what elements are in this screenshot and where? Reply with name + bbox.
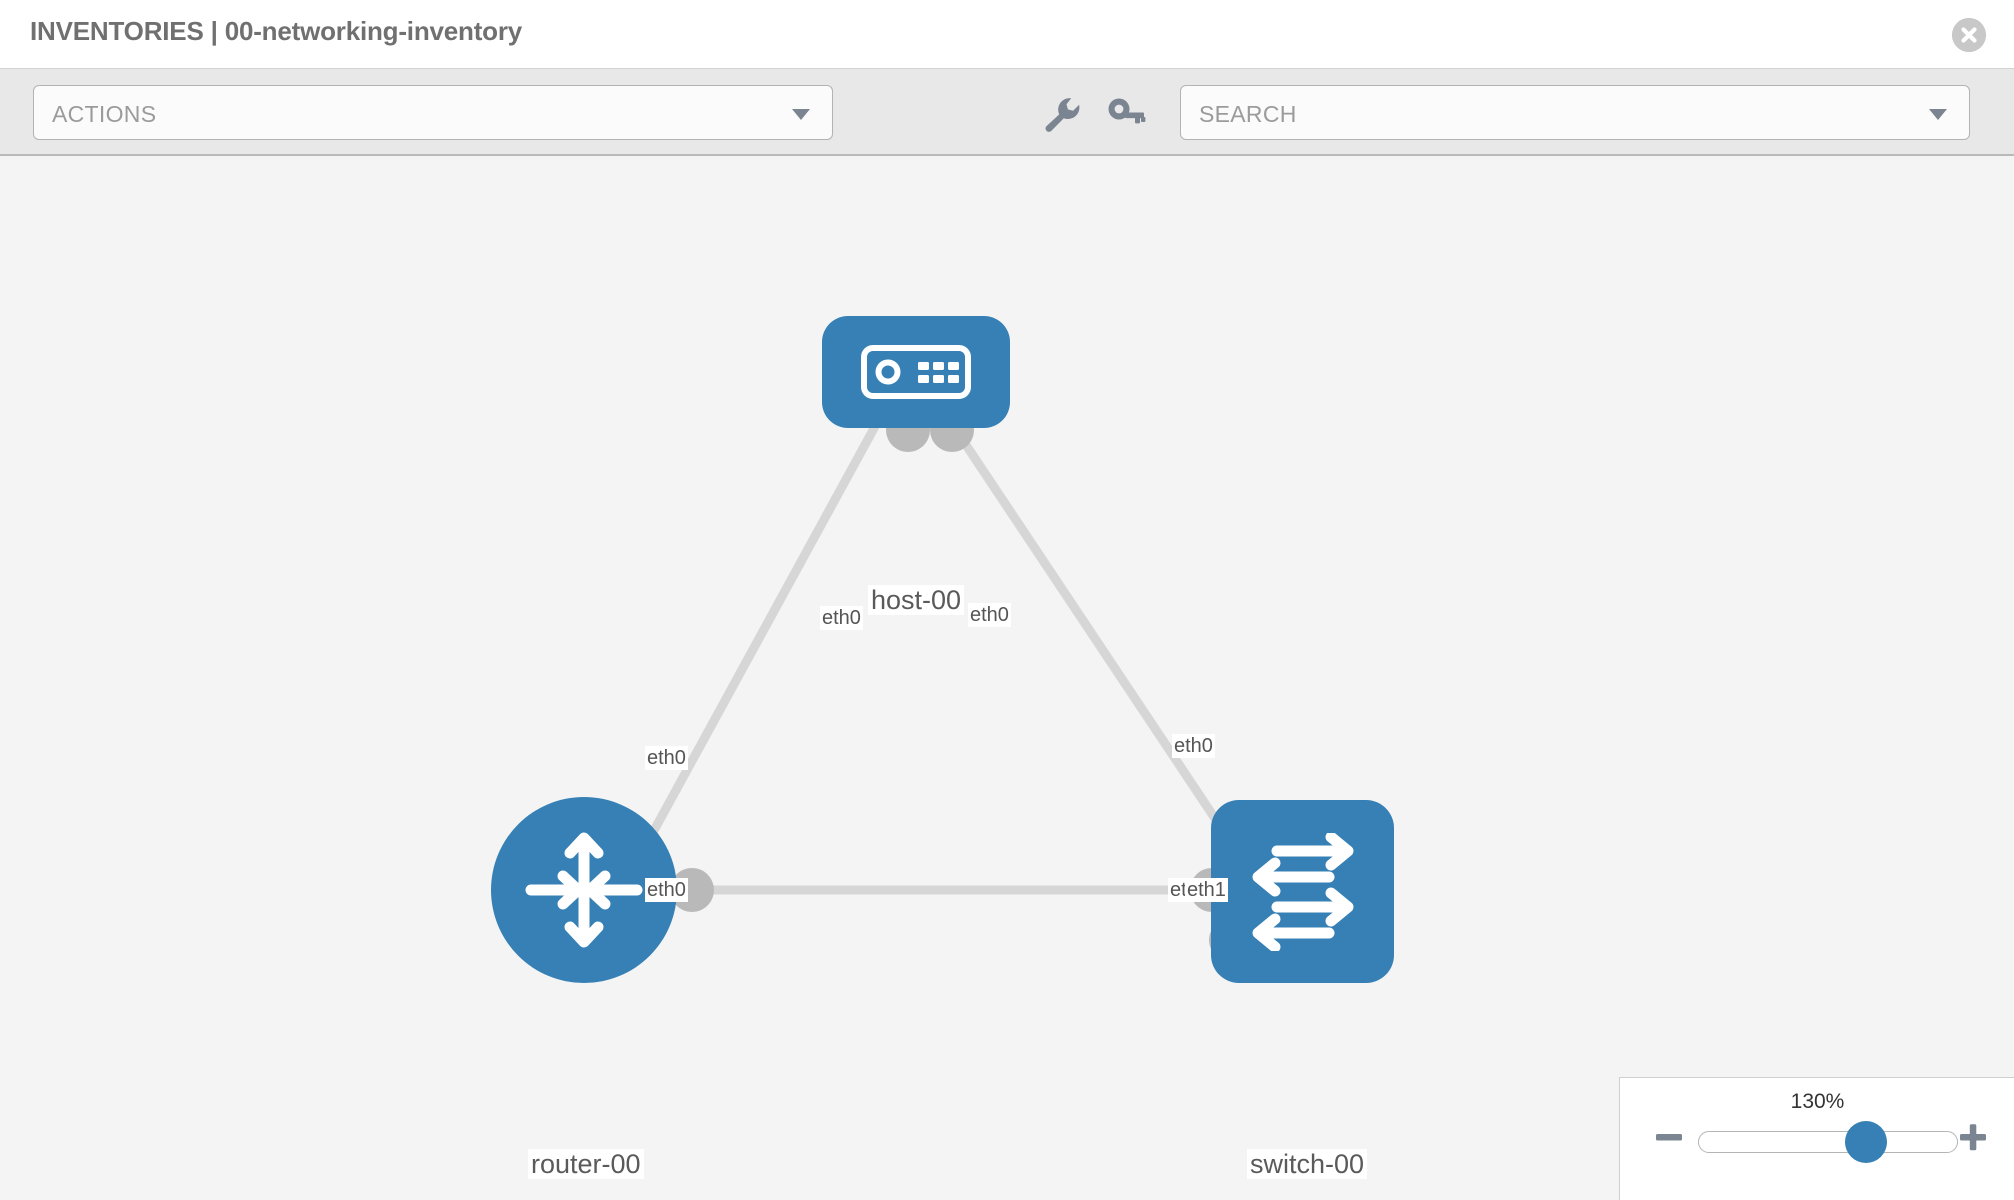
server-icon[interactable] — [822, 316, 1010, 428]
interface-label-host-right: eth0 — [968, 603, 1011, 627]
switch-arrows-icon[interactable] — [1211, 800, 1394, 983]
plus-icon[interactable] — [1958, 1122, 1988, 1152]
node-label-switch: switch-00 — [1247, 1149, 1368, 1179]
zoom-level-value: 130% — [1790, 1090, 1845, 1113]
page-header: INVENTORIES | 00-networking-inventory — [0, 0, 2014, 68]
node-label-router: router-00 — [528, 1149, 644, 1179]
key-icon[interactable] — [1105, 95, 1147, 133]
chevron-down-icon — [792, 109, 810, 120]
topology-canvas[interactable]: host-00 eth0 eth0 — [0, 156, 2014, 1200]
actions-dropdown-label: ACTIONS — [52, 101, 157, 127]
search-input[interactable]: SEARCH — [1180, 85, 1970, 140]
node-label-host: host-00 — [868, 585, 965, 615]
wrench-icon[interactable] — [1040, 95, 1082, 133]
page-title: INVENTORIES | 00-networking-inventory — [30, 16, 523, 46]
link-host-router[interactable] — [636, 418, 882, 859]
zoom-control-panel: 130% — [1619, 1077, 2014, 1200]
search-placeholder: SEARCH — [1199, 101, 1297, 127]
interface-label-host-left: eth0 — [820, 606, 863, 630]
minus-icon[interactable] — [1654, 1122, 1684, 1152]
interface-label-switch-left-b: eth1 — [1185, 878, 1228, 902]
chevron-down-icon[interactable] — [1929, 109, 1947, 120]
interface-label-router-up: eth0 — [645, 746, 688, 770]
interface-label-router-right: eth0 — [645, 878, 688, 902]
interface-label-switch-up: eth0 — [1172, 734, 1215, 758]
actions-dropdown[interactable]: ACTIONS — [33, 85, 833, 140]
link-host-switch[interactable] — [946, 418, 1244, 859]
toolbar: ACTIONS SEARCH — [0, 68, 2014, 156]
zoom-slider-handle[interactable] — [1845, 1121, 1887, 1163]
zoom-slider-track[interactable] — [1698, 1131, 1958, 1153]
topology-links — [636, 418, 1244, 895]
close-icon[interactable] — [1952, 18, 1986, 52]
